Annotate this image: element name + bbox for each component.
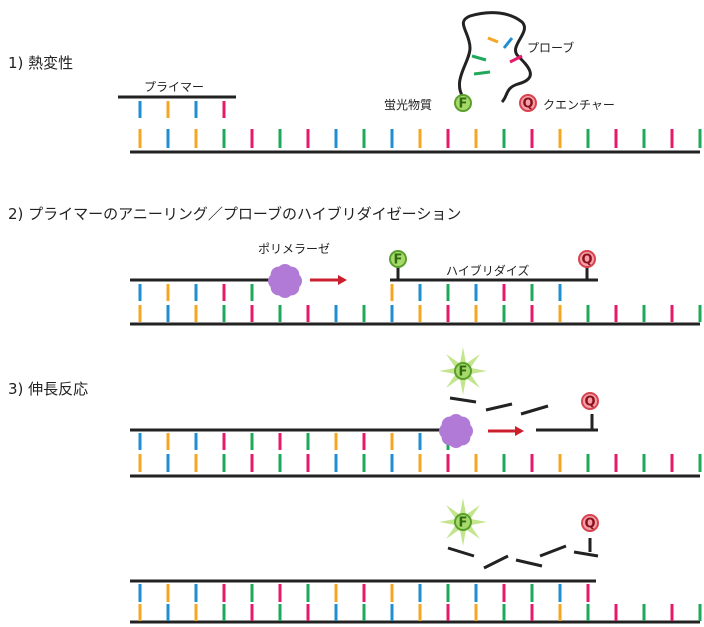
probe-base [471, 54, 487, 62]
probe-fragment [447, 546, 475, 558]
probe-strand-coiled [457, 11, 532, 104]
probe-fragment [520, 404, 549, 416]
probe-base [473, 70, 491, 76]
probe-fragment [485, 402, 513, 412]
quencher-marker [581, 514, 599, 532]
fluorophore-letter: F [459, 516, 468, 531]
extension-arrowhead [338, 275, 347, 285]
probe-fragment [539, 544, 567, 558]
fluorophore-letter: F [459, 365, 468, 380]
quencher-marker [581, 392, 599, 410]
polymerase-label: ポリメラーゼ [258, 242, 331, 256]
fluorophore-letter: F [394, 253, 403, 268]
probe-base [502, 37, 514, 49]
quencher-letter: Q [522, 97, 533, 112]
quencher-letter: Q [581, 253, 592, 268]
step3-title: 3) 伸長反応 [8, 380, 89, 398]
extension-arrowhead [515, 426, 524, 436]
probe-fragment [515, 558, 543, 568]
hybridize-label: ハイブリダイズ [446, 264, 530, 278]
polymerase-core [445, 420, 467, 442]
fluorophore-label: 蛍光物質 [384, 98, 433, 112]
fluorophore-marker [454, 94, 472, 112]
probe-fragment [573, 550, 599, 558]
fluorophore-marker [454, 513, 472, 531]
step1-title: 1) 熱変性 [8, 54, 74, 72]
polymerase-core [274, 270, 296, 292]
probe-base [487, 36, 499, 44]
quencher-letter: Q [584, 395, 595, 410]
fluorophore-marker [454, 362, 472, 380]
polymerase-blob [268, 264, 302, 298]
quencher-marker [578, 250, 596, 268]
fluorophore-marker [389, 250, 407, 268]
fluorophore-letter: F [459, 97, 468, 112]
primer-label: プライマー [144, 80, 205, 94]
quencher-marker [519, 94, 537, 112]
probe-label: プローブ [527, 41, 575, 55]
probe-fragment [483, 554, 509, 570]
probe-fragment [449, 396, 477, 404]
polymerase-blob [439, 414, 473, 448]
probe-base [509, 54, 523, 64]
quencher-label: クエンチャー [543, 98, 615, 112]
quencher-letter: Q [584, 517, 595, 532]
step2-title: 2) プライマーのアニーリング／プローブのハイブリダイゼーション [8, 205, 462, 223]
